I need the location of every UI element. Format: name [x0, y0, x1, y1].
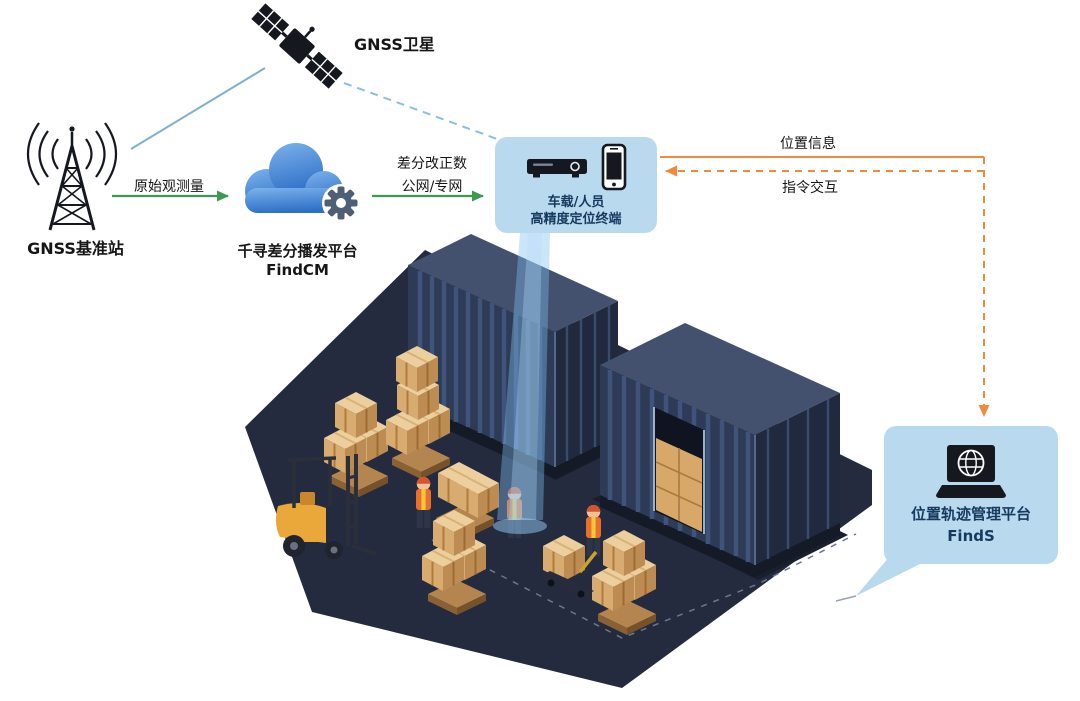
smartphone-icon [601, 143, 627, 190]
link-satellite-terminal [343, 82, 509, 144]
corrections-label-line1: 差分改正数 [397, 156, 467, 172]
platform-label: 位置轨迹管理平台 [910, 505, 1031, 523]
cloud-platform-sublabel: FindCM [266, 261, 329, 279]
positioning-beam [493, 233, 550, 534]
base-station-label: GNSS基准站 [27, 239, 124, 258]
terminal-node: 车载/人员 高精度定位终端 [495, 137, 657, 233]
base-station-icon [27, 122, 117, 231]
container-right [600, 323, 840, 577]
cloud-icon [245, 143, 360, 222]
terminal-label-line2: 高精度定位终端 [530, 211, 622, 227]
position-info-label: 位置信息 [780, 136, 836, 152]
terminal-label-line1: 车载/人员 [547, 194, 605, 210]
platform-node: 位置轨迹管理平台 FindS [884, 426, 1058, 564]
command-exchange-label: 指令交互 [782, 180, 838, 196]
gear-icon [324, 186, 358, 220]
pallet-jack [538, 550, 598, 598]
floor-markings [431, 533, 857, 639]
link-satellite-base [130, 67, 266, 150]
corrections-label-line2: 公网/专网 [401, 179, 463, 195]
workers [416, 477, 601, 598]
cloud-platform-label: 千寻差分播发平台 [237, 242, 358, 260]
media-player-icon [527, 158, 587, 177]
forklift [275, 454, 377, 559]
laptop-globe-icon [936, 445, 1006, 498]
raw-observation-label: 原始观测量 [134, 179, 204, 195]
finds-bubble-tail [856, 556, 928, 596]
platform-sublabel: FindS [947, 527, 995, 545]
satellite-icon [251, 3, 343, 89]
warehouse-illustration [245, 233, 872, 688]
satellite-label: GNSS卫星 [354, 35, 435, 54]
terminal-icons [525, 143, 627, 191]
